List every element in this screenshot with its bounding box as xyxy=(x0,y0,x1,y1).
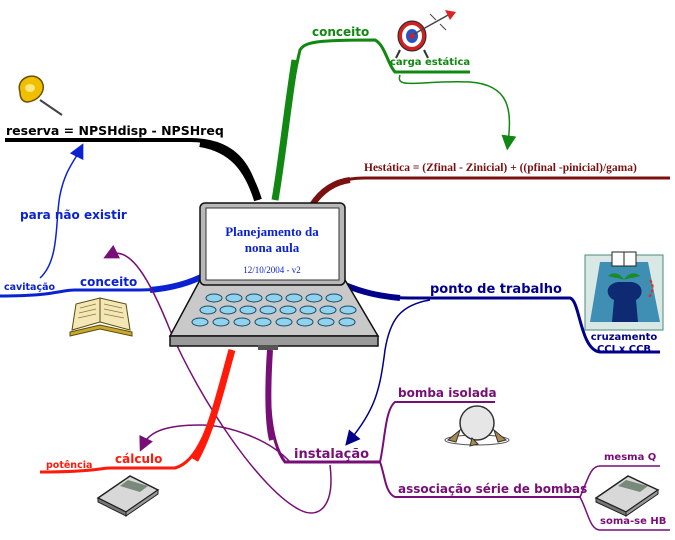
node-conceito-left[interactable]: conceito xyxy=(80,275,138,289)
branch-instalacao xyxy=(267,349,380,464)
arrow-carga-to-hestatica xyxy=(398,74,517,151)
center-date-version: 12/10/2004 - v2 xyxy=(243,265,301,275)
node-hestatica[interactable]: Hestática = (Zfinal - Zinicial) + ((pfin… xyxy=(364,162,637,174)
node-potencia[interactable]: potência xyxy=(46,460,93,471)
plant-logo-icon xyxy=(584,251,664,331)
keyboard-key xyxy=(305,293,323,303)
keyboard-key xyxy=(212,317,230,327)
node-soma-se-hb[interactable]: soma-se HB xyxy=(600,516,667,527)
keyboard-key xyxy=(199,305,217,315)
keyboard-key xyxy=(239,305,257,315)
node-instalacao[interactable]: instalação xyxy=(294,447,370,462)
keyboard xyxy=(191,293,357,327)
keyboard-key xyxy=(339,305,357,315)
calculator-icon xyxy=(594,475,660,517)
keyboard-key xyxy=(265,293,283,303)
keyboard-key xyxy=(191,317,209,327)
calculator-icon xyxy=(96,475,160,517)
branch-bomba-isolada xyxy=(379,401,495,463)
arrow-instalacao-to-calculo xyxy=(139,424,291,463)
keyboard-key xyxy=(275,317,293,327)
keyboard-key xyxy=(296,317,314,327)
node-cavitacao[interactable]: cavitação xyxy=(4,282,56,293)
center-title-line2: nona aula xyxy=(244,240,300,255)
book-icon xyxy=(69,297,133,337)
node-conceito-top[interactable]: conceito xyxy=(312,25,370,39)
keyboard-key xyxy=(225,293,243,303)
center-title-line1: Planejamento da xyxy=(225,224,319,239)
keyboard-key xyxy=(285,293,303,303)
branch-hestatica xyxy=(310,176,670,206)
keyboard-key xyxy=(338,317,356,327)
keyboard-key xyxy=(219,305,237,315)
node-carga-estatica[interactable]: carga estática xyxy=(390,57,471,68)
branch-mesma-q xyxy=(579,465,660,498)
arrow-instalacao-to-conceito xyxy=(103,244,332,514)
node-associacao[interactable]: associação série de bombas xyxy=(398,482,588,496)
keyboard-key xyxy=(299,305,317,315)
keyboard-key xyxy=(259,305,277,315)
keyboard-key xyxy=(319,305,337,315)
node-cruzamento-line2[interactable]: CCI x CCB xyxy=(596,344,652,355)
ball-figure-icon xyxy=(444,405,510,447)
laptop-icon xyxy=(168,202,380,350)
keyboard-key xyxy=(245,293,263,303)
keyboard-key xyxy=(279,305,297,315)
node-mesma-q[interactable]: mesma Q xyxy=(604,452,657,463)
target-icon xyxy=(395,10,456,59)
node-reserva[interactable]: reserva = NPSHdisp - NPSHreq xyxy=(6,123,224,138)
branch-associacao xyxy=(379,461,580,498)
node-bomba-isolada[interactable]: bomba isolada xyxy=(398,386,497,400)
keyboard-key xyxy=(317,317,335,327)
keyboard-key xyxy=(233,317,251,327)
arrow-ponto-to-instalacao xyxy=(345,299,431,446)
node-calculo[interactable]: cálculo xyxy=(115,452,163,466)
node-para-nao-existir[interactable]: para não existir xyxy=(20,208,127,222)
node-ponto-de-trabalho[interactable]: ponto de trabalho xyxy=(430,282,562,297)
keyboard-key xyxy=(205,293,223,303)
pushpin-icon xyxy=(18,75,63,116)
node-cruzamento-line1[interactable]: cruzamento xyxy=(590,332,658,343)
branch-soma-se-hb xyxy=(579,496,670,531)
keyboard-key xyxy=(325,293,343,303)
keyboard-key xyxy=(254,317,272,327)
arrow-cavitacao-to-reserva xyxy=(39,143,84,279)
